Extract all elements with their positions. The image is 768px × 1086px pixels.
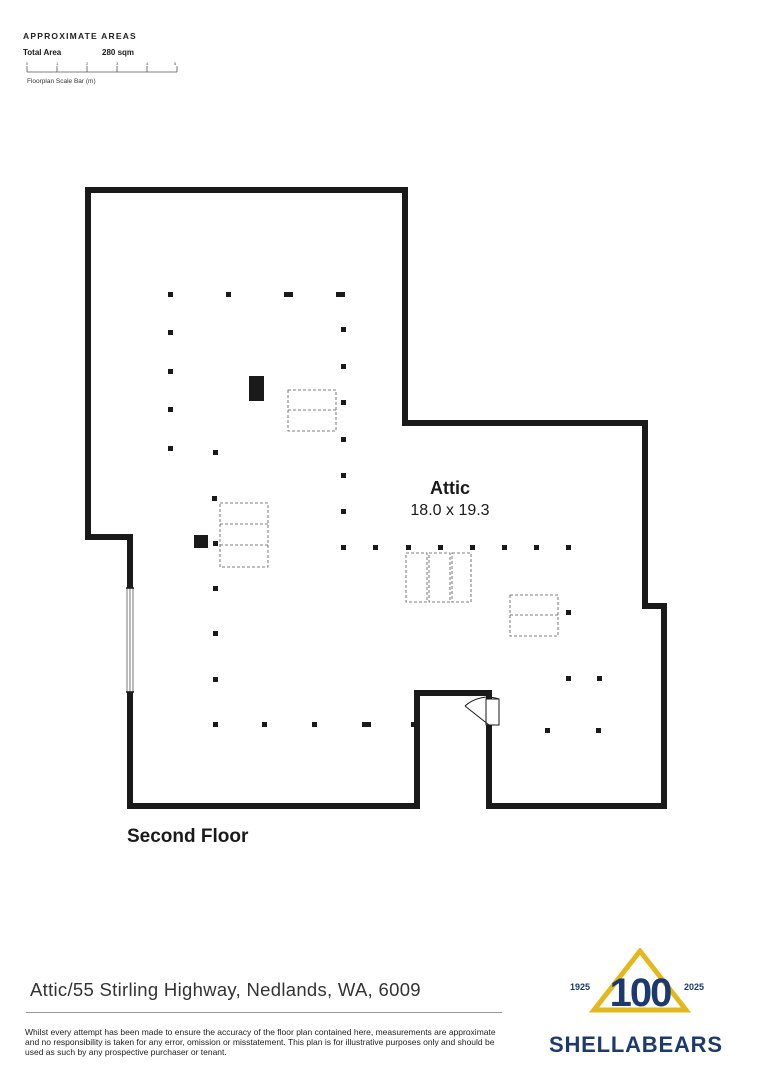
scale-bar: 0 1 2 3 4 5 <box>26 61 178 73</box>
shellabears-logo: 100 1925 2025 <box>570 948 704 1015</box>
window <box>126 587 134 693</box>
anniversary-number: 100 <box>610 971 671 1015</box>
property-address: Attic/55 Stirling Highway, Nedlands, WA,… <box>30 979 421 1000</box>
scale-tick-3: 3 <box>116 61 119 66</box>
scale-tick-1: 1 <box>56 61 59 66</box>
column-block <box>194 535 208 548</box>
scale-tick-2: 2 <box>86 61 89 66</box>
triangle-mark <box>588 948 692 1013</box>
room-dimensions: 18.0 x 19.3 <box>410 502 490 519</box>
total-area-label: Total Area <box>23 48 62 57</box>
scale-tick-0: 0 <box>26 61 29 66</box>
divider <box>26 1012 502 1013</box>
scale-tick-4: 4 <box>146 61 149 66</box>
floor-label: Second Floor <box>127 826 249 847</box>
year-start: 1925 <box>570 982 590 992</box>
brand-name: SHELLABEARS <box>549 1032 723 1057</box>
room-name: Attic <box>430 478 470 498</box>
scale-tick-5: 5 <box>174 61 177 66</box>
total-area-value: 280 sqm <box>102 48 135 57</box>
scale-caption: Floorplan Scale Bar (m) <box>27 78 96 85</box>
door-swing <box>464 696 500 726</box>
column-block <box>249 376 264 401</box>
year-end: 2025 <box>684 982 704 992</box>
disclaimer: Whilst every attempt has been made to en… <box>25 1027 496 1057</box>
structural-posts <box>168 292 602 733</box>
roof-hatches <box>219 389 559 637</box>
areas-title: APPROXIMATE AREAS <box>23 31 137 41</box>
outer-wall <box>85 187 667 809</box>
